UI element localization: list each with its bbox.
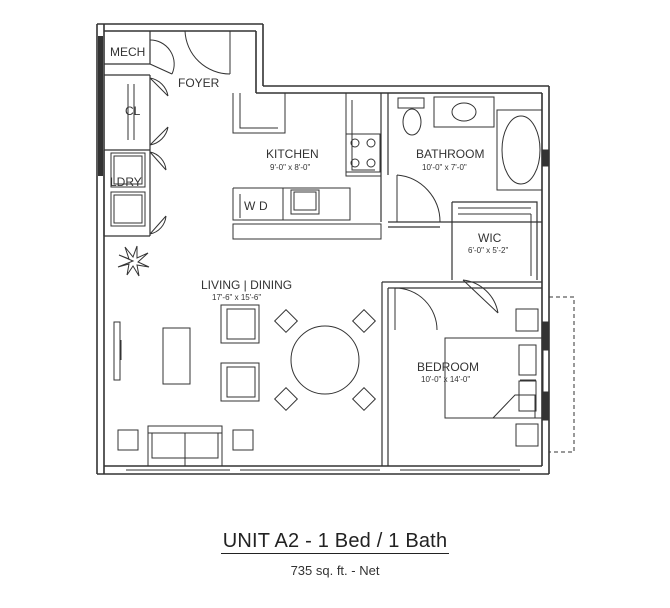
mech-label: MECH: [110, 45, 145, 59]
kitchen-dims: 9'-0" x 8'-0": [270, 163, 310, 172]
window-left: [98, 36, 103, 176]
closet-rod: [127, 84, 135, 140]
laundry-label: LDRY: [110, 175, 142, 189]
bedroom-dims: 10'-0" x 14'-0": [421, 375, 470, 384]
living-dining-dims: 17'-6" x 15'-6": [212, 293, 261, 302]
bathroom-fixtures: [397, 96, 549, 191]
living-furniture: [113, 245, 377, 467]
living-dining-label: LIVING | DINING: [201, 278, 292, 292]
kitchen-fixtures: [232, 93, 382, 240]
bedroom-windows: [541, 296, 575, 453]
interior-walls: [103, 31, 542, 466]
washer-label: W: [244, 199, 256, 213]
laundry-machines: [110, 152, 146, 227]
bathroom-dims: 10'-0" x 7'-0": [422, 163, 467, 172]
doors: [149, 30, 499, 331]
bathroom-label: BATHROOM: [416, 147, 484, 161]
wic-dims: 6'-0" x 5'-2": [468, 246, 508, 255]
foyer-label: FOYER: [178, 76, 220, 90]
dishwasher-label: D: [259, 199, 268, 213]
unit-title-text: UNIT A2 - 1 Bed / 1 Bath: [220, 530, 450, 554]
bedroom-furniture: [444, 308, 544, 447]
bedroom-label: BEDROOM: [417, 360, 479, 374]
unit-title: UNIT A2 - 1 Bed / 1 Bath: [0, 530, 670, 554]
closet-label: CL: [125, 104, 141, 118]
room-labels: MECH FOYER CL LDRY KITCHEN 9'-0" x 8'-0"…: [110, 45, 508, 384]
unit-area: 735 sq. ft. - Net: [290, 563, 380, 578]
kitchen-label: KITCHEN: [266, 147, 319, 161]
wic-shelf: [458, 207, 532, 276]
floor-plan: MECH FOYER CL LDRY KITCHEN 9'-0" x 8'-0"…: [96, 23, 575, 475]
wic-label: WIC: [478, 231, 502, 245]
